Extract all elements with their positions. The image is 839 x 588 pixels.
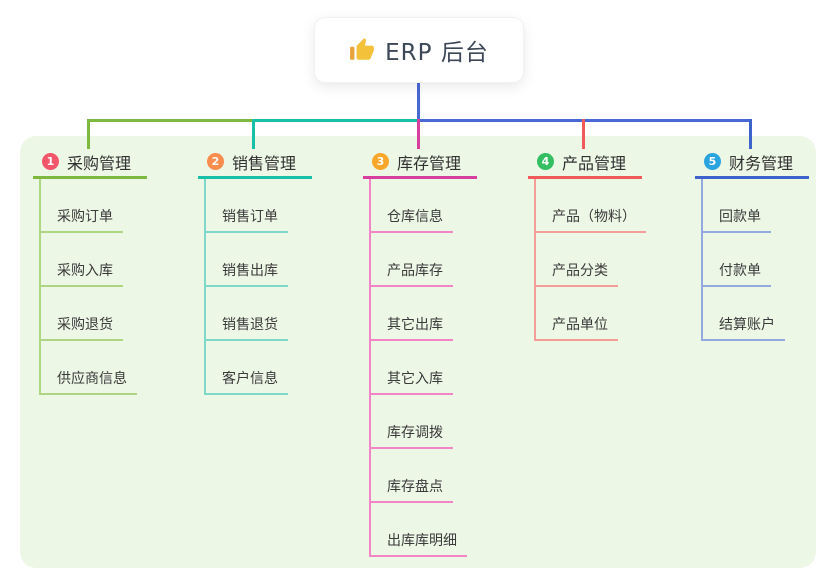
connector-drop bbox=[87, 119, 90, 149]
branch-item[interactable]: 产品库存 bbox=[371, 233, 461, 287]
branch-item[interactable]: 供应商信息 bbox=[41, 341, 137, 395]
branch-item-label: 采购订单 bbox=[41, 206, 123, 233]
connector-drop bbox=[582, 119, 585, 149]
branch-items: 采购订单 采购入库 采购退货 供应商信息 bbox=[39, 179, 137, 395]
branch-item-label: 客户信息 bbox=[206, 368, 288, 395]
branch-item[interactable]: 采购退货 bbox=[41, 287, 131, 341]
branch-number-badge: 3 bbox=[372, 153, 389, 170]
branch-item-label: 产品库存 bbox=[371, 260, 453, 287]
branch-number-badge: 5 bbox=[704, 153, 721, 170]
branches-panel bbox=[20, 136, 816, 568]
root-node[interactable]: ERP 后台 bbox=[315, 18, 523, 82]
branch-item[interactable]: 采购订单 bbox=[41, 179, 131, 233]
branch-items: 回款单 付款单 结算账户 bbox=[701, 179, 793, 341]
branch-header[interactable]: 1 采购管理 bbox=[33, 147, 147, 179]
branch-items: 销售订单 销售出库 销售退货 客户信息 bbox=[204, 179, 296, 395]
branch-item[interactable]: 库存盘点 bbox=[371, 449, 461, 503]
branch-label: 库存管理 bbox=[397, 153, 462, 173]
branch-item-label: 销售退货 bbox=[206, 314, 288, 341]
branch: 4 产品管理 产品（物料） 产品分类 产品单位 bbox=[528, 147, 646, 341]
branch-items: 产品（物料） 产品分类 产品单位 bbox=[534, 179, 646, 341]
branch-item-label: 其它入库 bbox=[371, 368, 453, 395]
branch-number-badge: 1 bbox=[42, 153, 59, 170]
branch-item-label: 供应商信息 bbox=[41, 368, 137, 395]
branch-item-label: 产品单位 bbox=[536, 314, 618, 341]
branch-item[interactable]: 采购入库 bbox=[41, 233, 131, 287]
thumbs-up-icon bbox=[349, 37, 375, 63]
branch-item[interactable]: 销售退货 bbox=[206, 287, 296, 341]
branch-label: 产品管理 bbox=[562, 153, 627, 173]
branch-item-label: 产品（物料） bbox=[536, 206, 646, 233]
branch-item[interactable]: 其它入库 bbox=[371, 341, 461, 395]
branch-label: 销售管理 bbox=[232, 153, 297, 173]
branch-item-label: 采购退货 bbox=[41, 314, 123, 341]
branch-item-label: 其它出库 bbox=[371, 314, 453, 341]
branch-item-label: 出库库明细 bbox=[371, 530, 467, 557]
branch: 2 销售管理 销售订单 销售出库 销售退货 客户信息 bbox=[198, 147, 312, 395]
branch-item[interactable]: 产品单位 bbox=[536, 287, 626, 341]
branch-item-label: 回款单 bbox=[703, 206, 771, 233]
connector-spine-left bbox=[87, 119, 253, 122]
branch-item[interactable]: 回款单 bbox=[703, 179, 793, 233]
branch-header[interactable]: 2 销售管理 bbox=[198, 147, 312, 179]
branch-item-label: 销售订单 bbox=[206, 206, 288, 233]
connector-spine-middle bbox=[252, 119, 418, 122]
branch-items: 仓库信息 产品库存 其它出库 其它入库 库存调拨 库存盘点 出库库明细 bbox=[369, 179, 467, 557]
branch-header[interactable]: 3 库存管理 bbox=[363, 147, 477, 179]
branch-label: 采购管理 bbox=[67, 153, 132, 173]
connector-drop bbox=[749, 119, 752, 149]
branch-item-label: 销售出库 bbox=[206, 260, 288, 287]
branch-item[interactable]: 仓库信息 bbox=[371, 179, 461, 233]
branch-item[interactable]: 产品分类 bbox=[536, 233, 626, 287]
branch-item-label: 库存盘点 bbox=[371, 476, 453, 503]
root-connector-stem bbox=[417, 82, 420, 122]
branch-item[interactable]: 销售出库 bbox=[206, 233, 296, 287]
branch-label: 财务管理 bbox=[729, 153, 794, 173]
branch-item[interactable]: 结算账户 bbox=[703, 287, 793, 341]
branch: 1 采购管理 采购订单 采购入库 采购退货 供应商信息 bbox=[33, 147, 147, 395]
branch-header[interactable]: 5 财务管理 bbox=[695, 147, 809, 179]
branch-number-badge: 2 bbox=[207, 153, 224, 170]
branch-item[interactable]: 付款单 bbox=[703, 233, 793, 287]
branch-number-badge: 4 bbox=[537, 153, 554, 170]
branch-item[interactable]: 产品（物料） bbox=[536, 179, 646, 233]
branch-item[interactable]: 销售订单 bbox=[206, 179, 296, 233]
branch-header[interactable]: 4 产品管理 bbox=[528, 147, 642, 179]
branch-item-label: 采购入库 bbox=[41, 260, 123, 287]
branch: 3 库存管理 仓库信息 产品库存 其它出库 其它入库 库存调拨 库存盘点 出库库… bbox=[363, 147, 477, 557]
branch-item-label: 仓库信息 bbox=[371, 206, 453, 233]
branch-item-label: 付款单 bbox=[703, 260, 771, 287]
branch-item[interactable]: 客户信息 bbox=[206, 341, 296, 395]
branch-item-label: 结算账户 bbox=[703, 314, 785, 341]
connector-drop bbox=[417, 119, 420, 149]
branch-item[interactable]: 库存调拨 bbox=[371, 395, 461, 449]
branch-item-label: 库存调拨 bbox=[371, 422, 453, 449]
branch: 5 财务管理 回款单 付款单 结算账户 bbox=[695, 147, 809, 341]
branch-item[interactable]: 出库库明细 bbox=[371, 503, 467, 557]
branch-item-label: 产品分类 bbox=[536, 260, 618, 287]
root-title: ERP 后台 bbox=[385, 40, 489, 66]
connector-drop bbox=[252, 119, 255, 149]
branch-item[interactable]: 其它出库 bbox=[371, 287, 461, 341]
